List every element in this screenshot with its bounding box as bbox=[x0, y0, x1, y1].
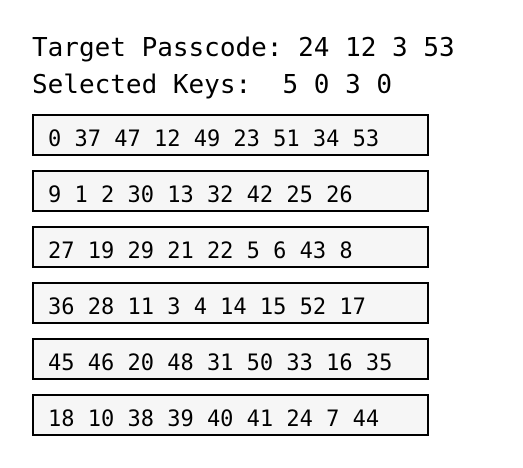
key-row-5[interactable]: 45 46 20 48 31 50 33 16 35 bbox=[32, 338, 429, 380]
key-row-2-keys: 9 1 2 30 13 32 42 25 26 bbox=[48, 183, 353, 208]
target-passcode-label: Target Passcode: bbox=[32, 33, 283, 63]
key-row-3[interactable]: 27 19 29 21 22 5 6 43 8 bbox=[32, 226, 429, 268]
target-passcode-value: 24 12 3 53 bbox=[298, 33, 455, 63]
key-row-1-keys: 0 37 47 12 49 23 51 34 53 bbox=[48, 127, 380, 152]
key-row-1[interactable]: 0 37 47 12 49 23 51 34 53 bbox=[32, 114, 429, 156]
key-row-5-keys: 45 46 20 48 31 50 33 16 35 bbox=[48, 351, 393, 376]
key-row-2[interactable]: 9 1 2 30 13 32 42 25 26 bbox=[32, 170, 429, 212]
key-rows-panel: 0 37 47 12 49 23 51 34 53 9 1 2 30 13 32… bbox=[32, 114, 429, 450]
selected-keys-value: 5 0 3 0 bbox=[282, 70, 393, 100]
target-passcode-line: Target Passcode: 24 12 3 53 bbox=[32, 33, 455, 63]
selected-keys-line: Selected Keys: 5 0 3 0 bbox=[32, 70, 392, 100]
key-row-4-keys: 36 28 11 3 4 14 15 52 17 bbox=[48, 295, 366, 320]
key-row-4[interactable]: 36 28 11 3 4 14 15 52 17 bbox=[32, 282, 429, 324]
key-row-6-keys: 18 10 38 39 40 41 24 7 44 bbox=[48, 407, 380, 432]
selected-keys-label: Selected Keys: bbox=[32, 70, 252, 100]
key-row-6[interactable]: 18 10 38 39 40 41 24 7 44 bbox=[32, 394, 429, 436]
key-row-3-keys: 27 19 29 21 22 5 6 43 8 bbox=[48, 239, 353, 264]
